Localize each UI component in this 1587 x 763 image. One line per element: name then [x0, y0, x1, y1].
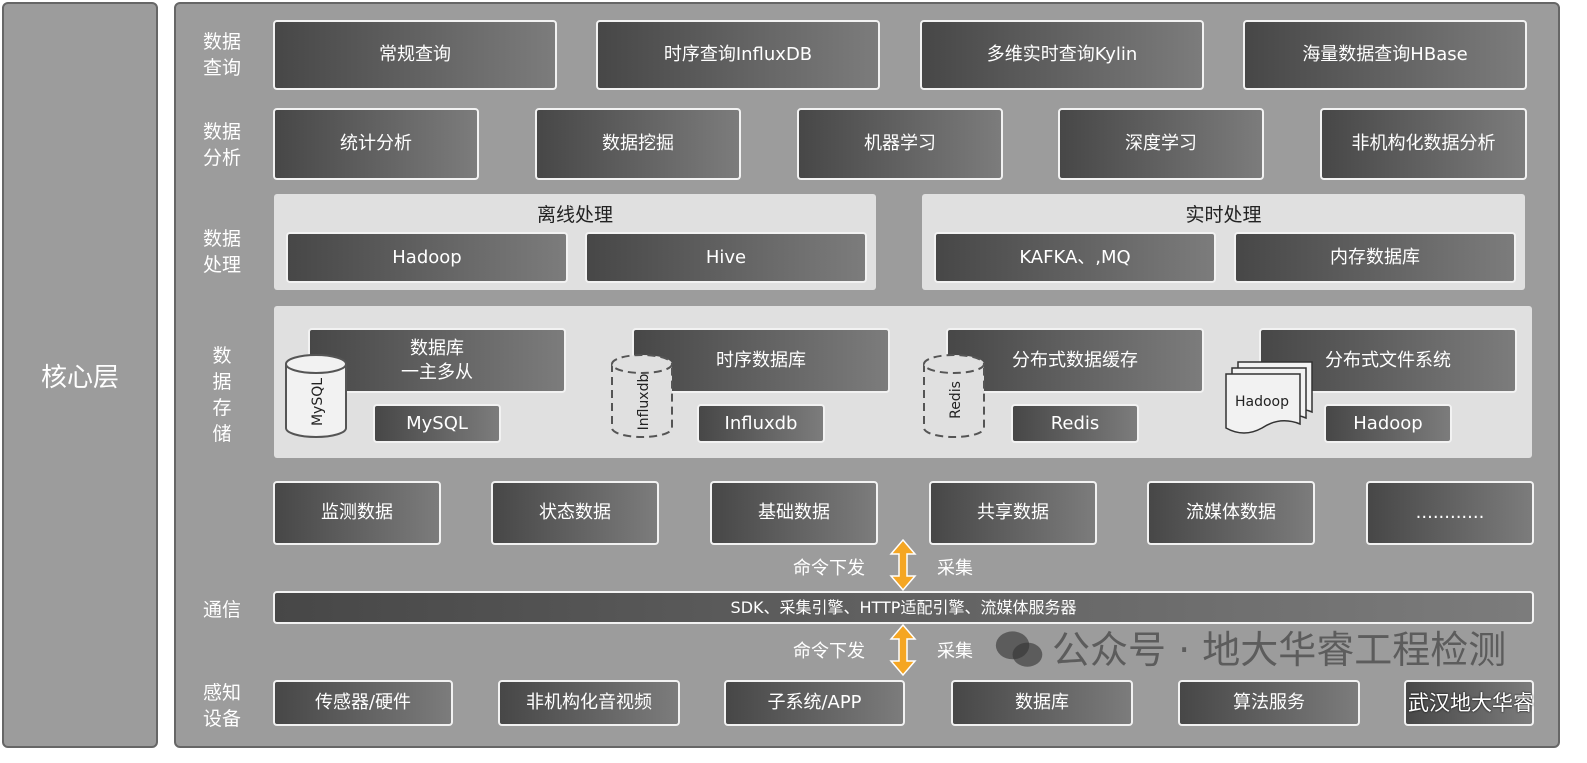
bidirectional-arrow-icon	[889, 538, 917, 592]
analysis-item: 机器学习	[797, 108, 1003, 180]
storage-tech: MySQL	[373, 404, 501, 443]
processing-item: Hadoop	[286, 232, 568, 283]
core-layer-panel: 核心层	[2, 2, 158, 748]
collect-label: 采集	[937, 558, 973, 579]
watermark-text: 公众号 · 地大华睿工程检测	[1052, 628, 1507, 672]
device-item	[1404, 680, 1534, 726]
processing-item: 内存数据库	[1234, 232, 1516, 283]
analysis-item: 数据挖掘	[535, 108, 741, 180]
communication-bar: SDK、采集引擎、HTTP适配引擎、流媒体服务器	[273, 591, 1534, 624]
device-item: 算法服务	[1178, 680, 1360, 726]
query-item: 时序查询InfluxDB	[596, 20, 880, 90]
device-item: 数据库	[951, 680, 1133, 726]
storage-title: 分布式数据缓存	[946, 328, 1204, 393]
layer-label-storage: 数 据 存 储	[212, 345, 232, 445]
document-stack-icon: Hadoop	[1225, 361, 1313, 434]
analysis-item: 深度学习	[1058, 108, 1264, 180]
analysis-item: 非机构化数据分析	[1320, 108, 1527, 180]
layer-label-processing: 数据 处理	[202, 228, 241, 276]
query-item: 多维实时查询Kylin	[920, 20, 1204, 90]
data-type-item: 基础数据	[710, 481, 878, 545]
query-item: 常规查询	[273, 20, 557, 90]
offline-title: 离线处理	[536, 204, 613, 226]
storage-title: 数据库 一主多从	[308, 328, 566, 393]
device-item: 传感器/硬件	[273, 680, 453, 726]
device-item: 非机构化音视频	[498, 680, 680, 726]
collect-label: 采集	[937, 641, 973, 662]
data-type-item: 流媒体数据	[1147, 481, 1315, 545]
document-stack-label: Hadoop	[1235, 394, 1289, 410]
cylinder-label: Redis	[948, 381, 964, 419]
storage-tech: Hadoop	[1324, 404, 1452, 443]
analysis-item: 统计分析	[273, 108, 479, 180]
cylinder-label: Influxdb	[636, 374, 652, 431]
realtime-title: 实时处理	[1185, 204, 1262, 226]
data-type-item: ............	[1366, 481, 1534, 545]
data-type-item: 共享数据	[929, 481, 1097, 545]
mysql-cylinder-icon: MySQL	[285, 354, 347, 438]
storage-tech: Redis	[1011, 404, 1139, 443]
processing-item: Hive	[585, 232, 867, 283]
wechat-icon	[995, 631, 1043, 667]
cylinder-label: MySQL	[310, 378, 326, 426]
data-type-item: 状态数据	[491, 481, 659, 545]
watermark-subtext: 武汉地大华睿	[1408, 691, 1534, 715]
device-item: 子系统/APP	[724, 680, 905, 726]
layer-label-analysis: 数据 分析	[202, 121, 241, 169]
command-down-label: 命令下发	[793, 558, 865, 579]
bidirectional-arrow-icon	[889, 623, 917, 677]
influxdb-cylinder-icon: Influxdb	[611, 354, 673, 438]
query-item: 海量数据查询HBase	[1243, 20, 1527, 90]
data-type-item: 监测数据	[273, 481, 441, 545]
storage-tech: Influxdb	[697, 404, 825, 443]
core-layer-label: 核心层	[40, 362, 119, 393]
layer-label-devices: 感知 设备	[202, 682, 241, 730]
redis-cylinder-icon: Redis	[923, 354, 985, 438]
processing-item: KAFKA、,MQ	[934, 232, 1216, 283]
command-down-label: 命令下发	[793, 641, 865, 662]
storage-title: 时序数据库	[632, 328, 890, 393]
layer-label-communication: 通信	[202, 599, 241, 621]
layer-label-query: 数据 查询	[202, 31, 241, 79]
